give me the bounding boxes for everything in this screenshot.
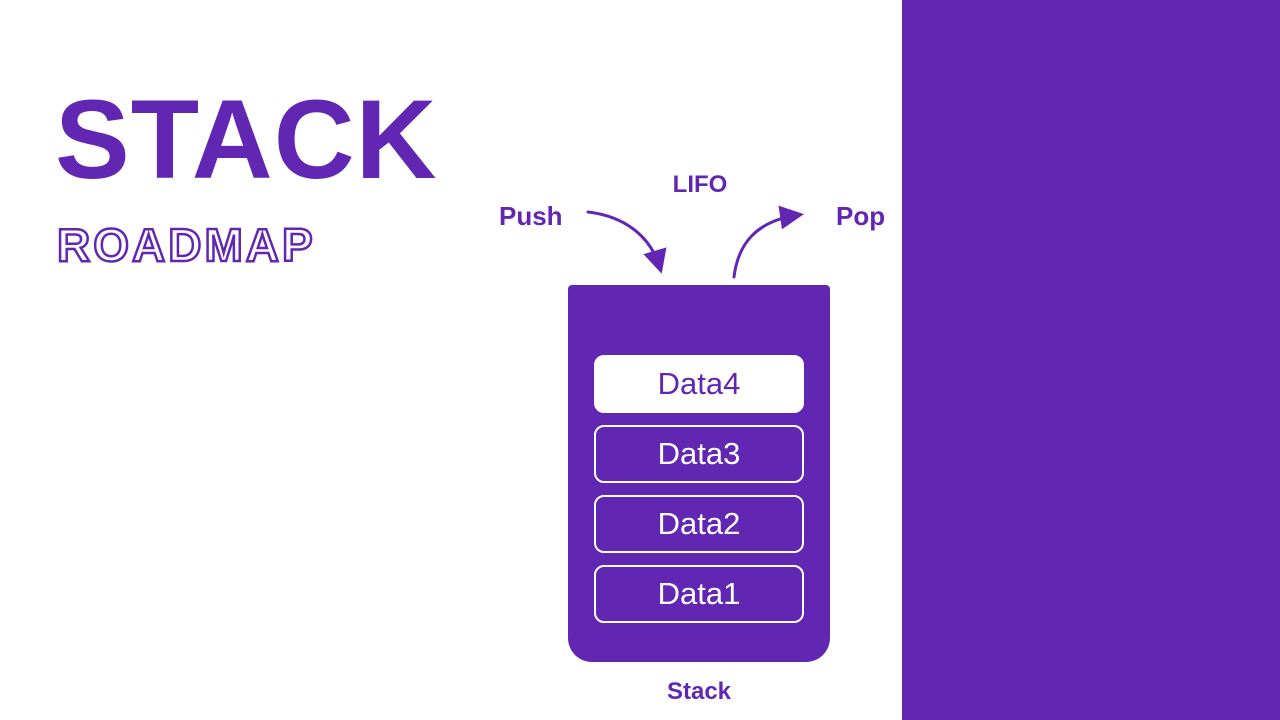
pop-arrow-icon bbox=[732, 205, 804, 279]
stack-item-data4: Data4 bbox=[594, 355, 804, 413]
stack-item-data1: Data1 bbox=[594, 565, 804, 623]
lifo-label: LIFO bbox=[672, 171, 728, 198]
push-label: Push bbox=[499, 201, 563, 231]
stack-caption: Stack bbox=[666, 678, 732, 705]
page-subtitle: ROADMAP bbox=[56, 219, 316, 271]
right-accent-panel bbox=[902, 0, 1280, 720]
stack-item-data2: Data2 bbox=[594, 495, 804, 553]
stack-container: Data4 Data3 Data2 Data1 bbox=[568, 285, 830, 662]
stack-item-data3: Data3 bbox=[594, 425, 804, 483]
push-arrow-icon bbox=[586, 210, 667, 274]
page-title: STACK bbox=[55, 77, 438, 202]
push-pop-arrows bbox=[586, 205, 804, 279]
pop-label: Pop bbox=[836, 201, 886, 231]
